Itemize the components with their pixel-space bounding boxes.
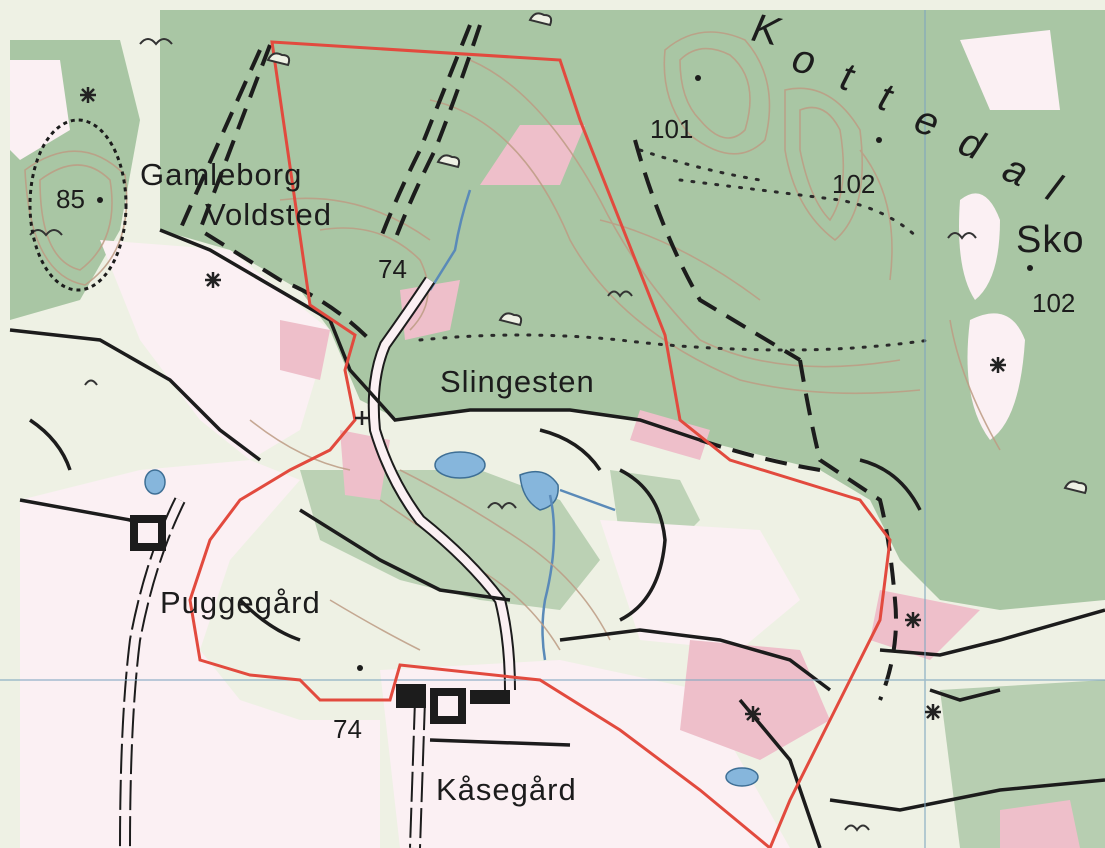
- farmland-areas: [10, 30, 1060, 848]
- spot-height-dots: [97, 75, 1033, 671]
- spot-height-101: 101: [650, 114, 693, 144]
- dotted-footpaths: [418, 148, 932, 352]
- spot-height-102-east: 102: [1032, 288, 1075, 318]
- field-boundaries: [9, 228, 1105, 848]
- pink-patches: [280, 125, 1080, 848]
- spot-height-102-west: 102: [832, 169, 875, 199]
- boulder-icon: [266, 12, 1088, 495]
- place-name-gamleborg: Gamleborg: [140, 157, 302, 192]
- contour-lines: [24, 31, 1001, 651]
- spot-height-74-north: 74: [378, 254, 407, 284]
- grid-lines: [0, 10, 1105, 848]
- place-name-slingesten: Slingesten: [440, 364, 595, 399]
- fortification-icon: [28, 118, 128, 292]
- dashed-tracks: [178, 24, 898, 701]
- marsh-icon: [29, 38, 977, 832]
- property-boundary: [188, 40, 892, 848]
- farm-building-icon: [130, 515, 510, 724]
- place-name-kasegard: Kåsegård: [436, 772, 577, 807]
- water-bodies: [144, 451, 759, 787]
- region-name-sko: Sko: [1016, 219, 1084, 261]
- cross-star-icon: [80, 87, 1006, 722]
- map-caption: [0, 0, 1105, 12]
- place-name-voldsted: Voldsted: [205, 197, 332, 232]
- spot-height-85: 85: [56, 184, 85, 214]
- spot-height-74-south: 74: [333, 714, 362, 744]
- place-name-puggegard: Puggegård: [160, 585, 321, 620]
- stream-lines: [428, 189, 616, 661]
